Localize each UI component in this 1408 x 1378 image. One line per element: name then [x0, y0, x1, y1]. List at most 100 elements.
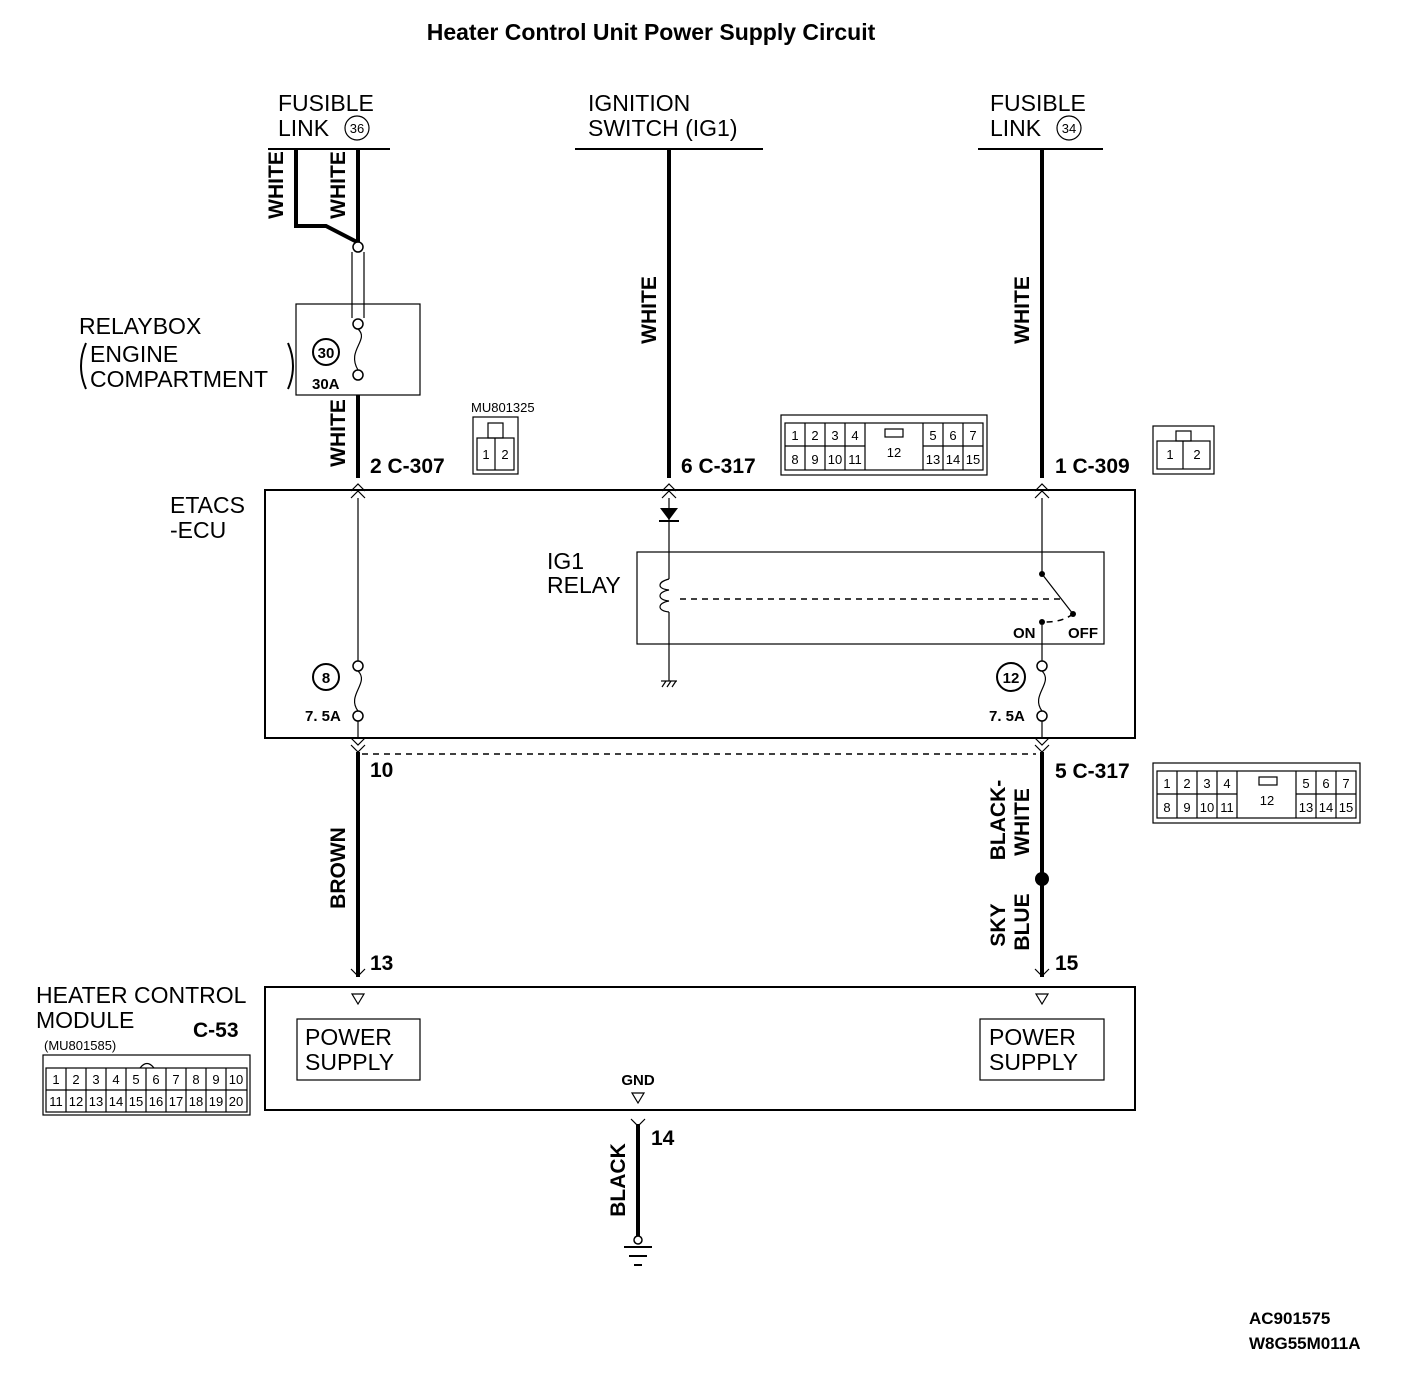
c317b-bot-13: 13 — [1299, 800, 1313, 815]
c317b-bot-11: 11 — [1220, 800, 1234, 815]
c53-top-7: 7 — [172, 1072, 179, 1087]
c317b-bot-9: 9 — [1183, 800, 1190, 815]
connector-c53: C-53 (MU801585) 1 2 3 4 5 6 7 8 9 10 11 … — [42, 1019, 251, 1116]
c317t-center-12: 12 — [887, 445, 901, 460]
source-left-line1: FUSIBLE — [278, 90, 374, 116]
c53-top-10: 10 — [229, 1072, 243, 1087]
ecu-fuse-12-num: 12 — [1003, 670, 1020, 687]
c307-cell-1: 1 — [482, 447, 489, 462]
source-ignition-switch: IGNITION SWITCH (IG1) — [575, 90, 763, 150]
c317b-bot-14: 14 — [1319, 800, 1333, 815]
etacs-label-2: -ECU — [170, 517, 226, 543]
wire-label-white-a: WHITE — [265, 151, 288, 219]
module-ps-left-1: POWER — [305, 1024, 392, 1050]
source-right-num: 34 — [1062, 121, 1076, 136]
pin-15: 15 — [1055, 952, 1079, 975]
c53-top-8: 8 — [192, 1072, 199, 1087]
pin-10: 10 — [370, 759, 393, 782]
c317b-top-5: 5 — [1302, 776, 1309, 791]
connector-c317-top: 1 2 3 4 5 6 7 8 9 10 11 13 14 15 12 — [780, 414, 988, 476]
c53-top-6: 6 — [152, 1072, 159, 1087]
footer-code-2: W8G55M011A — [1249, 1334, 1361, 1353]
etacs-ecu: ETACS -ECU 8 7. 5A IG1 RELAY — [170, 483, 1136, 753]
etacs-label-1: ETACS — [170, 492, 245, 518]
c317t-bot-11: 11 — [848, 452, 862, 467]
c309-cell-2: 2 — [1193, 447, 1200, 462]
module-label-2: MODULE — [36, 1007, 134, 1033]
module-label-1: HEATER CONTROL — [36, 982, 247, 1008]
pin-13: 13 — [370, 952, 393, 975]
c317t-top-4: 4 — [851, 428, 858, 443]
ecu-fuse-8-rating: 7. 5A — [305, 708, 341, 725]
connector-c309: 1 2 — [1152, 425, 1215, 475]
source-right-line2: LINK — [990, 115, 1042, 141]
module-ps-right-1: POWER — [989, 1024, 1076, 1050]
c317b-top-7: 7 — [1342, 776, 1349, 791]
c317b-bot-10: 10 — [1200, 800, 1214, 815]
c53-bot-14: 14 — [109, 1094, 123, 1109]
c307-pin-label: 2 C-307 — [370, 455, 445, 478]
ground-wire: 14 BLACK — [607, 1118, 675, 1266]
c53-label: C-53 — [193, 1019, 239, 1042]
c53-bot-20: 20 — [229, 1094, 243, 1109]
relaybox-label-1: RELAYBOX — [79, 313, 201, 339]
c53-top-4: 4 — [112, 1072, 119, 1087]
heater-control-module: HEATER CONTROL MODULE POWER SUPPLY POWER… — [36, 982, 1136, 1111]
c53-top-1: 1 — [52, 1072, 59, 1087]
c53-top-5: 5 — [132, 1072, 139, 1087]
c53-bot-15: 15 — [129, 1094, 143, 1109]
ig1-relay-label-1: IG1 — [547, 548, 584, 574]
c53-top-2: 2 — [72, 1072, 79, 1087]
c317b-top-6: 6 — [1322, 776, 1329, 791]
source-right-line1: FUSIBLE — [990, 90, 1086, 116]
c53-part-number: (MU801585) — [44, 1038, 116, 1053]
c317b-bot-8: 8 — [1163, 800, 1170, 815]
c317t-top-1: 1 — [791, 428, 798, 443]
wire-label-sky-blue-1: SKY — [987, 903, 1010, 946]
c317t-bot-8: 8 — [791, 452, 798, 467]
relaybox: 30 30A RELAYBOX ENGINE COMPARTMENT — [79, 303, 421, 396]
c317t-bot-14: 14 — [946, 452, 960, 467]
c317t-top-3: 3 — [831, 428, 838, 443]
wire-label-white-mid: WHITE — [638, 276, 661, 344]
c53-top-3: 3 — [92, 1072, 99, 1087]
c53-bot-17: 17 — [169, 1094, 183, 1109]
ig1-relay-off: OFF — [1068, 625, 1098, 642]
c317b-top-4: 4 — [1223, 776, 1230, 791]
relaybox-label-2: ENGINE — [90, 341, 178, 367]
wire-label-black: BLACK — [607, 1143, 630, 1217]
diagram-title: Heater Control Unit Power Supply Circuit — [427, 19, 876, 45]
ig1-relay-on: ON — [1013, 625, 1036, 642]
module-ps-left-2: SUPPLY — [305, 1049, 394, 1075]
source-left-line2: LINK — [278, 115, 330, 141]
source-fusible-link-34: FUSIBLE LINK 34 — [978, 90, 1103, 150]
c317b-top-2: 2 — [1183, 776, 1190, 791]
c307-cell-2: 2 — [501, 447, 508, 462]
c53-bot-12: 12 — [69, 1094, 83, 1109]
wire-label-white-right: WHITE — [1011, 276, 1034, 344]
c317t-top-5: 5 — [929, 428, 936, 443]
c53-bot-11: 11 — [49, 1094, 63, 1109]
left-wire-branch: WHITE WHITE — [265, 149, 365, 318]
c317b-center-12: 12 — [1260, 793, 1274, 808]
wire-label-brown: BROWN — [327, 827, 350, 909]
wire-label-black-white-2: WHITE — [1011, 788, 1034, 856]
c53-bot-18: 18 — [189, 1094, 203, 1109]
c317t-bot-15: 15 — [966, 452, 980, 467]
c317t-bot-13: 13 — [926, 452, 940, 467]
wire-label-black-white-1: BLACK- — [987, 780, 1010, 860]
c53-top-9: 9 — [212, 1072, 219, 1087]
c317t-top-7: 7 — [969, 428, 976, 443]
connector-c307: 2 C-307 MU801325 1 2 — [370, 400, 535, 478]
c53-bot-13: 13 — [89, 1094, 103, 1109]
c317t-top-6: 6 — [949, 428, 956, 443]
c309-cell-1: 1 — [1166, 447, 1173, 462]
c53-bot-16: 16 — [149, 1094, 163, 1109]
c317-top-pin-label: 6 C-317 — [681, 455, 756, 478]
relaybox-label-3: COMPARTMENT — [90, 366, 268, 392]
wire-label-sky-blue-2: BLUE — [1011, 893, 1034, 950]
module-ps-right-2: SUPPLY — [989, 1049, 1078, 1075]
ig1-relay-label-2: RELAY — [547, 572, 621, 598]
c317t-bot-9: 9 — [811, 452, 818, 467]
